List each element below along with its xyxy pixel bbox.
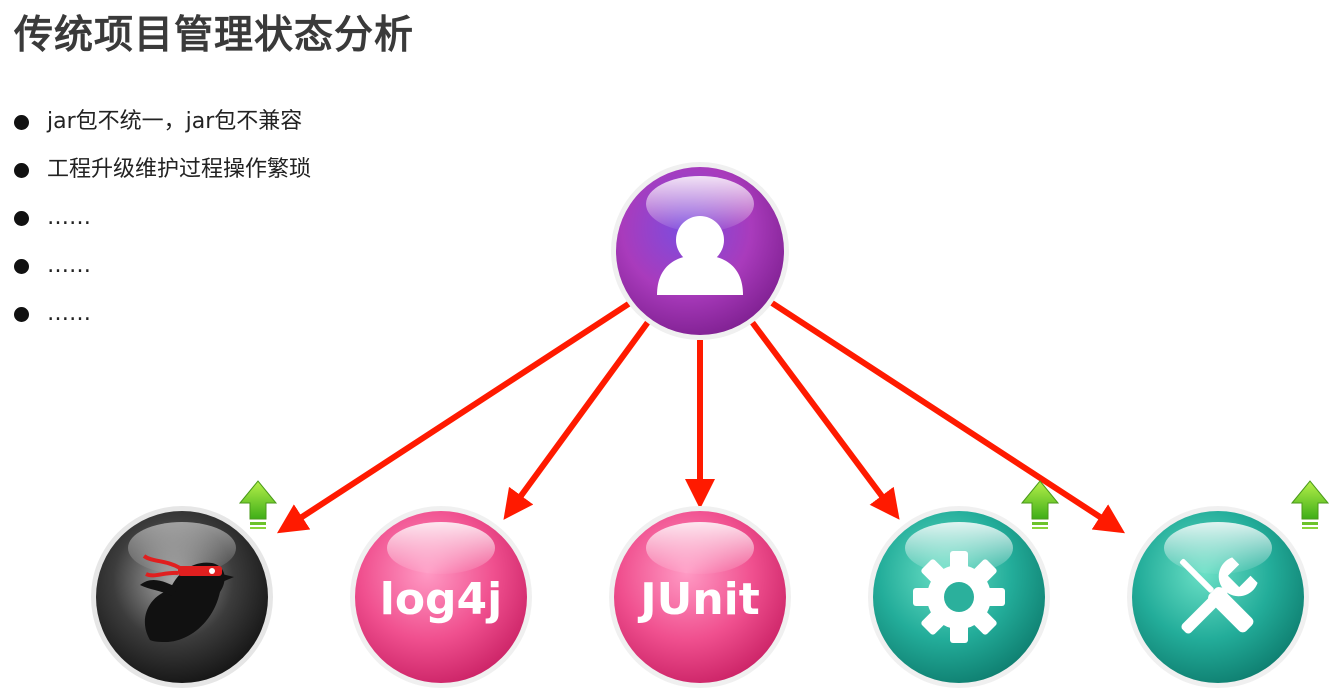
node-log4j: log4j	[350, 506, 532, 688]
bullet-item: 工程升级维护过程操作繁琐	[14, 148, 311, 196]
bullet-dot	[14, 115, 29, 130]
user-icon	[657, 216, 743, 295]
log4j-label: log4j	[380, 574, 503, 625]
connector-arrows	[276, 300, 1126, 534]
node-user	[611, 162, 789, 340]
node-tools	[1127, 506, 1309, 688]
bullet-text: ……	[47, 205, 91, 230]
node-ninja	[91, 506, 273, 688]
node-junit: JUnit	[609, 506, 791, 688]
bullet-text: jar包不统一，jar包不兼容	[47, 109, 303, 134]
bullet-dot	[14, 307, 29, 322]
arrow-to-tools	[770, 300, 1126, 534]
node-settings	[868, 506, 1050, 688]
upgrade-arrow-tools	[1290, 480, 1330, 529]
bullet-list: jar包不统一，jar包不兼容 工程升级维护过程操作繁琐 …… …… ……	[14, 100, 311, 340]
bullet-item: ……	[14, 196, 311, 244]
junit-label: JUnit	[637, 574, 760, 625]
arrow-to-log4j	[503, 320, 651, 520]
bullet-item: jar包不统一，jar包不兼容	[14, 100, 311, 148]
wrench-screwdriver-icon	[1179, 557, 1258, 634]
arrow-to-settings	[749, 320, 900, 520]
bullet-dot	[14, 211, 29, 226]
ninja-bird-icon	[140, 554, 234, 642]
bullet-dot	[14, 163, 29, 178]
arrow-to-ninja	[276, 300, 632, 534]
upgrade-arrow-settings	[1020, 480, 1060, 529]
bullet-item: ……	[14, 244, 311, 292]
bullet-text: 工程升级维护过程操作繁琐	[47, 157, 312, 182]
bullet-item: ……	[14, 292, 311, 340]
bullet-text: ……	[47, 253, 91, 278]
bullet-text: ……	[47, 301, 91, 326]
upgrade-arrow-ninja	[238, 480, 278, 529]
gear-icon	[913, 551, 1005, 643]
page-title: 传统项目管理状态分析	[14, 13, 415, 58]
bullet-dot	[14, 259, 29, 274]
